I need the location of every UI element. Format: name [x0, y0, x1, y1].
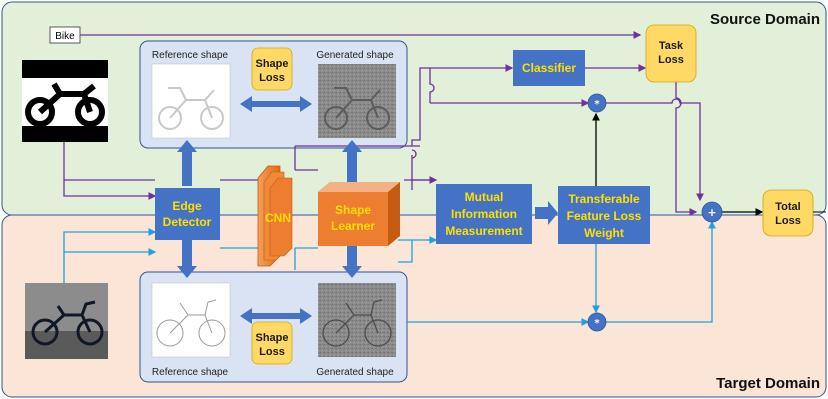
target-reference-label: Reference shape [152, 367, 229, 378]
bike-label: Bike [55, 31, 75, 42]
mi-to-transferable-arrow [535, 201, 558, 225]
edge-detector-line1: Edge [172, 199, 202, 213]
shape-learner-block [318, 182, 400, 246]
target-multiply-node [587, 312, 607, 332]
source-shape-loss-box [251, 47, 293, 91]
edge-detector-box [155, 188, 220, 240]
total-loss-line2: Loss [775, 215, 801, 227]
total-loss-box [762, 189, 814, 237]
target-generated-image [318, 283, 396, 357]
source-input-moto [25, 82, 105, 127]
source-flow-lines [63, 31, 704, 216]
source-domain-region [1, 1, 827, 216]
source-domain-label: Source Domain [710, 11, 820, 28]
target-reference-image [151, 282, 231, 358]
target-input-bike [31, 300, 104, 346]
source-generated-moto-sketch [324, 87, 390, 130]
classifier-box [513, 50, 585, 86]
transferable-line2: Feature Loss [567, 209, 642, 223]
edge-to-source-arrow [177, 140, 197, 186]
source-compare-arrow [240, 96, 312, 112]
mutual-info-line1: Mutual [465, 190, 504, 204]
target-flow-lines [63, 220, 716, 326]
target-generated-label: Generated shape [316, 367, 394, 378]
learner-to-source-arrow [342, 140, 362, 186]
target-shape-loss-box [251, 321, 293, 365]
shape-learner-line2: Learner [331, 219, 375, 233]
source-reference-label: Reference shape [152, 50, 229, 61]
transferable-line1: Transferable [568, 192, 640, 206]
task-loss-line1: Task [659, 40, 684, 52]
source-multiply-symbol: * [594, 99, 600, 110]
target-shape-loss-line1: Shape [255, 332, 288, 344]
sum-symbol: + [707, 206, 716, 219]
source-shape-loss-line1: Shape [255, 58, 288, 70]
task-loss-box [645, 24, 697, 83]
source-generated-label: Generated shape [316, 50, 394, 61]
transferable-line3: Weight [584, 226, 624, 240]
source-multiply-node [587, 93, 607, 113]
cnn-block [257, 165, 293, 267]
target-compare-arrow [240, 308, 312, 324]
mutual-info-line2: Information [451, 207, 517, 221]
edge-to-target-arrow [177, 240, 197, 278]
target-shape-loss-line2: Loss [259, 346, 285, 358]
target-reference-bike-sketch [156, 299, 226, 347]
learner-to-target-arrow [342, 240, 362, 278]
source-shape-loss-line2: Loss [259, 72, 285, 84]
mutual-info-line3: Measurement [445, 224, 522, 238]
source-reference-moto-sketch [158, 87, 224, 130]
sum-node [701, 201, 723, 223]
transferable-weight-box [558, 186, 650, 244]
mutual-information-box [436, 184, 532, 244]
shape-learner-line1: Shape [335, 203, 371, 217]
task-loss-line2: Loss [658, 54, 684, 66]
black-flow-lines [592, 112, 764, 216]
edge-detector-line2: Detector [163, 215, 212, 229]
target-generated-bike-sketch [322, 299, 392, 347]
cnn-label: CNN [265, 211, 291, 225]
target-multiply-symbol: * [594, 318, 600, 329]
total-loss-line1: Total [775, 201, 800, 213]
target-domain-label: Target Domain [716, 375, 820, 392]
target-domain-region [1, 214, 827, 398]
classifier-label: Classifier [522, 61, 576, 75]
